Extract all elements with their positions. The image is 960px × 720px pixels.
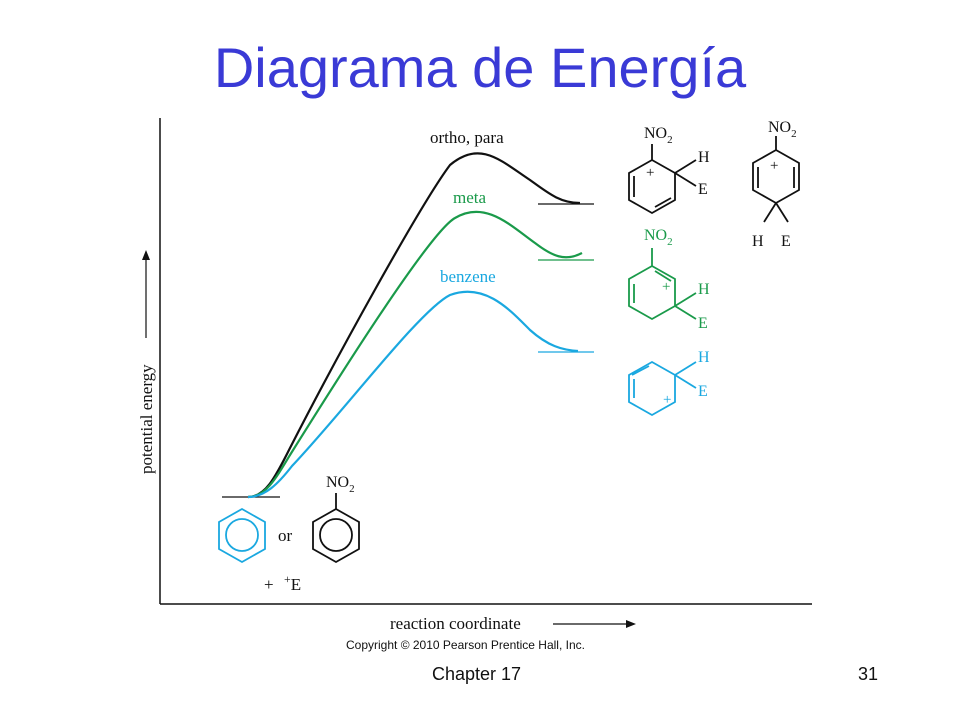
footer-chapter: Chapter 17	[432, 664, 522, 684]
ortho-intermediate-structure	[628, 144, 697, 215]
slide-title: Diagrama de Energía	[213, 36, 747, 99]
y-axis-arrowhead	[142, 250, 150, 260]
nitrobenzene-reactant-structure	[312, 493, 360, 564]
meta-e-label: E	[698, 315, 708, 332]
label-benzene: benzene	[440, 267, 496, 286]
label-ortho-para: ortho, para	[430, 128, 504, 147]
para-no2-label: NO2	[768, 119, 797, 140]
para-intermediate-structure	[752, 136, 800, 223]
curve-benzene	[247, 290, 579, 499]
x-axis-label: reaction coordinate	[390, 614, 521, 633]
copyright-notice: Copyright © 2010 Pearson Prentice Hall, …	[346, 638, 585, 652]
curve-meta	[247, 210, 583, 499]
meta-no2-label: NO2	[644, 227, 673, 248]
ortho-no2-label: NO2	[644, 125, 673, 146]
para-plus-charge: +	[770, 158, 778, 174]
benzene-h-label: H	[698, 349, 710, 366]
benzene-reactant-structure	[218, 507, 266, 564]
para-h-label: H	[752, 233, 764, 250]
or-text: or	[278, 526, 293, 545]
benzene-intermediate-structure	[628, 360, 697, 417]
curve-ortho-para	[247, 152, 581, 499]
y-axis-label: potential energy	[137, 364, 156, 474]
meta-h-label: H	[698, 281, 710, 298]
reagent-plus: +	[264, 575, 274, 594]
meta-plus-charge: +	[662, 279, 670, 295]
para-e-label: E	[781, 233, 791, 250]
footer-page-number: 31	[858, 664, 879, 684]
x-axis-arrowhead	[626, 620, 636, 628]
meta-intermediate-structure	[628, 248, 697, 321]
benzene-plus-charge: +	[663, 392, 671, 408]
ortho-e-label: E	[698, 181, 708, 198]
nitrobenzene-no2-label: NO2	[326, 474, 355, 495]
label-meta: meta	[453, 188, 486, 207]
ortho-plus-charge: +	[646, 165, 654, 181]
benzene-e-label: E	[698, 383, 708, 400]
electrophile-label: +E	[284, 572, 301, 594]
ortho-h-label: H	[698, 149, 710, 166]
